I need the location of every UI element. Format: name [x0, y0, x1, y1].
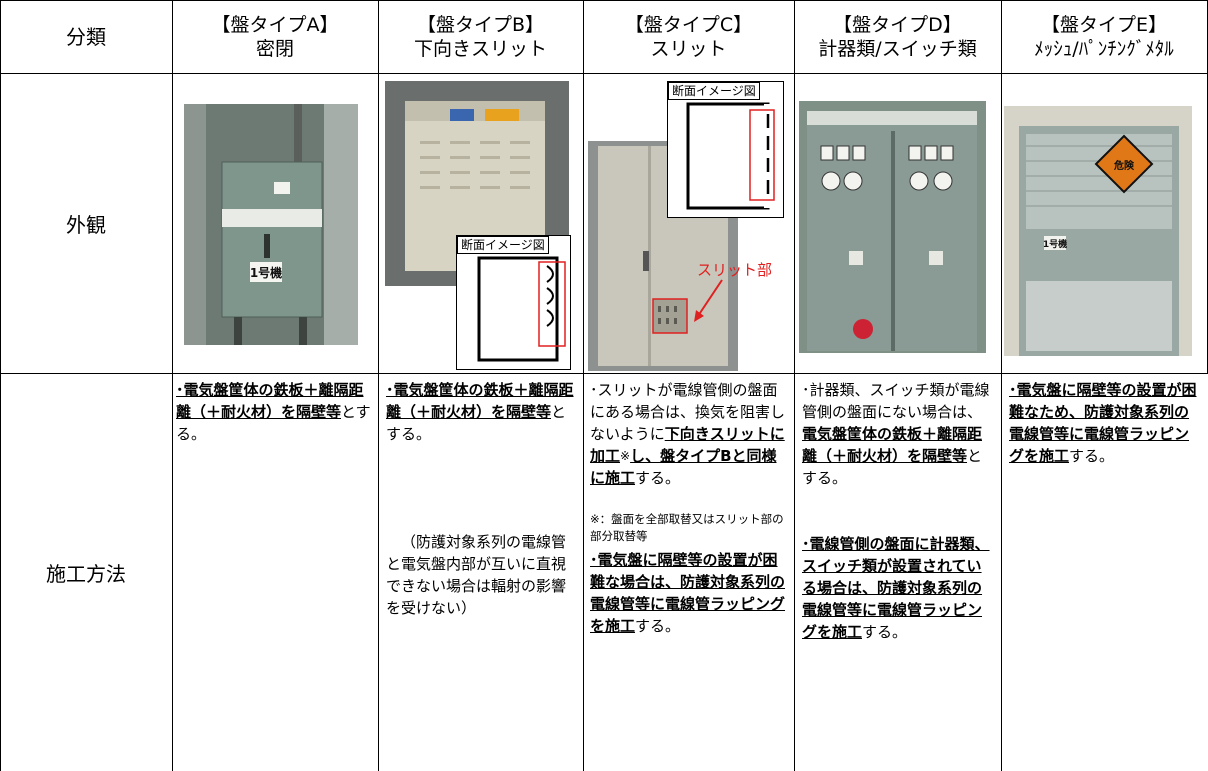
method-d-intro: ･計器類、スイッチ類が電線管側の盤面にない場合は、 — [802, 381, 990, 421]
method-c-rest-1: する。 — [635, 469, 681, 487]
photo-type-a: 1号機 — [184, 104, 358, 345]
method-type-e: ･電気盤に隔壁等の設置が困難なため、防護対象系列の電線管等に電線管ラッピングを施… — [1001, 379, 1207, 467]
col-divider — [0, 0, 1, 771]
col-divider — [794, 0, 795, 771]
type-d-title: 【盤タイプD】 — [833, 13, 962, 36]
photo-type-e: 危険 1号機 — [1004, 106, 1192, 356]
method-d-rest-1: とする。 — [802, 447, 983, 487]
photo-a-label: 1号機 — [250, 265, 282, 280]
method-c-rest-3: する。 — [635, 617, 681, 635]
method-label: 施工方法 — [46, 561, 126, 586]
method-type-d: ･計器類、スイッチ類が電線管側の盤面にない場合は、電気盤筐体の鉄板＋離隔距離（＋… — [794, 379, 1001, 643]
method-e-emphasis: ･電気盤に隔壁等の設置が困難なため、防護対象系列の電線管等に電線管ラッピングを施… — [1009, 381, 1197, 465]
method-type-a: ･電気盤筐体の鉄板＋離隔距離（＋耐火材）を隔壁等とする。 — [168, 379, 374, 445]
row-label-appearance: 外観 — [0, 73, 172, 373]
method-c-emphasis-1: 下向きスリットに加工 — [590, 425, 785, 465]
method-c-emphasis-3: ･電気盤に隔壁等の設置が困難な場合は、防護対象系列の電線管等に電線管ラッピングを… — [590, 551, 786, 635]
photo-type-d — [799, 101, 986, 353]
header-type-e: 【盤タイプE】 ﾒｯｼｭ/ﾊﾟﾝﾁﾝｸﾞﾒﾀﾙ — [1001, 0, 1207, 73]
row-divider — [0, 373, 1208, 374]
method-type-c: ･スリットが電線管側の盤面にある場合は、換気を阻害しないように下向きスリットに加… — [583, 379, 794, 637]
method-d-emphasis-2: ･電線管側の盤面に計器類、スイッチ類が設置されている場合は、防護対象系列の電線管… — [802, 535, 990, 641]
header-type-d: 【盤タイプD】 計器類/スイッチ類 — [794, 0, 1001, 73]
header-type-c: 【盤タイプC】 スリット — [583, 0, 794, 73]
type-b-subtitle: 下向きスリット — [413, 37, 547, 60]
method-b-note: （防護対象系列の電線管と電気盤内部が互いに直視できない場合は輻射の影響を受けない… — [386, 533, 567, 617]
method-c-intro: ･スリットが電線管側の盤面にある場合は、換気を阻害しないように — [590, 381, 786, 443]
type-c-title: 【盤タイプC】 — [624, 13, 753, 36]
method-a-emphasis: ･電気盤筐体の鉄板＋離隔距離（＋耐火材）を隔壁等 — [176, 381, 364, 421]
method-e-rest: する。 — [1069, 447, 1115, 465]
row-divider — [0, 73, 1208, 74]
type-e-subtitle: ﾒｯｼｭ/ﾊﾟﾝﾁﾝｸﾞﾒﾀﾙ — [1034, 37, 1174, 60]
slit-callout-label: スリット部 — [697, 261, 773, 279]
cross-section-b: 断面イメージ図 — [456, 235, 571, 370]
type-b-title: 【盤タイプB】 — [416, 13, 545, 36]
table-border-top — [0, 0, 1208, 1]
type-e-title: 【盤タイプE】 — [1040, 13, 1167, 36]
header-category-label: 分類 — [66, 24, 106, 49]
cross-section-c-title: 断面イメージ図 — [668, 82, 760, 100]
header-type-a: 【盤タイプA】 密閉 — [172, 0, 378, 73]
method-type-b: ･電気盤筐体の鉄板＋離隔距離（＋耐火材）を隔壁等とする。 （防護対象系列の電線管… — [378, 379, 583, 619]
method-a-rest: とする。 — [176, 403, 371, 443]
method-d-emphasis-1: 電気盤筐体の鉄板＋離隔距離（＋耐火材）を隔壁等 — [802, 425, 983, 465]
slit-callout-arrow — [694, 279, 723, 322]
row-label-method: 施工方法 — [0, 373, 172, 771]
appearance-label: 外観 — [66, 212, 106, 237]
method-d-rest-2: する。 — [862, 623, 908, 641]
cross-section-c: 断面イメージ図 — [667, 81, 784, 218]
col-divider — [583, 0, 584, 771]
type-c-subtitle: スリット — [650, 37, 727, 60]
photo-e-sign: 危険 — [1114, 159, 1135, 172]
method-c-emphasis-2: し、盤タイプBと同様に施工 — [590, 447, 777, 487]
header-type-b: 【盤タイプB】 下向きスリット — [378, 0, 583, 73]
method-b-emphasis: ･電気盤筐体の鉄板＋離隔距離（＋耐火材）を隔壁等 — [386, 381, 574, 421]
col-divider — [378, 0, 379, 771]
method-c-footnote: ※：盤面を全部取替又はスリット部の部分取替等 — [590, 512, 784, 543]
type-d-subtitle: 計器類/スイッチ類 — [818, 37, 977, 60]
photo-e-label: 1号機 — [1043, 238, 1067, 250]
method-c-footnote-mark: ※ — [620, 449, 631, 463]
cross-section-b-title: 断面イメージ図 — [457, 236, 549, 254]
col-divider — [172, 0, 173, 771]
type-a-title: 【盤タイプA】 — [211, 13, 339, 36]
type-a-subtitle: 密閉 — [255, 37, 294, 60]
header-category: 分類 — [0, 0, 172, 73]
col-divider — [1001, 0, 1002, 771]
method-b-rest: とする。 — [386, 403, 567, 443]
